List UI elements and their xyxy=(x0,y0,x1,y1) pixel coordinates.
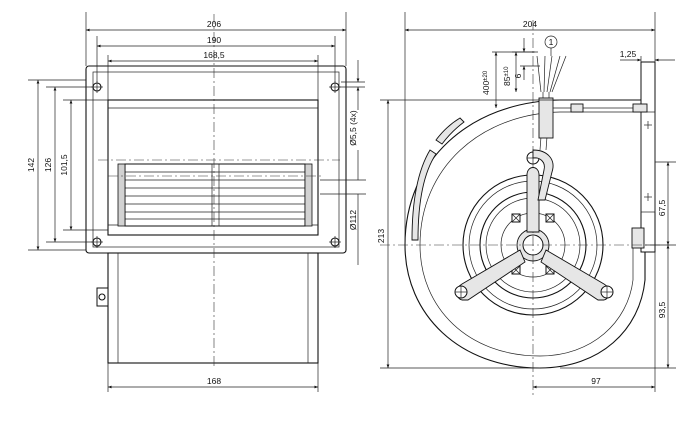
front-motor xyxy=(107,252,319,364)
dim-cable-400: 400±20 xyxy=(481,70,491,95)
dim-204: 204 xyxy=(523,19,537,29)
dim-168: 168 xyxy=(207,376,221,386)
front-view: 206 190 168,5 142 126 101,5 Ø5,5 (4x) Ø1 xyxy=(26,12,366,392)
side-view: 1 204 1,25 400±20 85±10 6 213 67,5 xyxy=(376,12,676,395)
callout-number: 1 xyxy=(549,37,554,47)
dim-97: 97 xyxy=(591,376,601,386)
dim-93-5: 93,5 xyxy=(657,301,667,318)
dim-190: 190 xyxy=(207,35,221,45)
dim-67-5: 67,5 xyxy=(657,199,667,216)
dim-168-5: 168,5 xyxy=(203,50,225,60)
dim-1-25: 1,25 xyxy=(620,49,637,59)
mounting-holes xyxy=(91,81,341,248)
spider-arm-right xyxy=(540,249,610,301)
dim-126: 126 xyxy=(43,158,53,172)
dim-strip-85: 85±10 xyxy=(502,66,512,86)
scroll-housing xyxy=(404,99,655,369)
dim-hole: Ø5,5 (4x) xyxy=(348,110,358,146)
dim-206: 206 xyxy=(207,19,221,29)
cable-bundle xyxy=(536,55,648,151)
front-housing xyxy=(107,99,319,236)
impeller-blades xyxy=(117,163,313,227)
dim-101-5: 101,5 xyxy=(59,154,69,176)
dim-inlet: Ø112 xyxy=(348,210,358,230)
dim-strip-6: 6 xyxy=(513,73,523,78)
dim-213: 213 xyxy=(376,229,386,243)
side-flange xyxy=(640,61,656,253)
spider-arm-top xyxy=(526,167,540,233)
dim-142: 142 xyxy=(26,158,36,172)
front-flange-inner xyxy=(92,71,340,248)
